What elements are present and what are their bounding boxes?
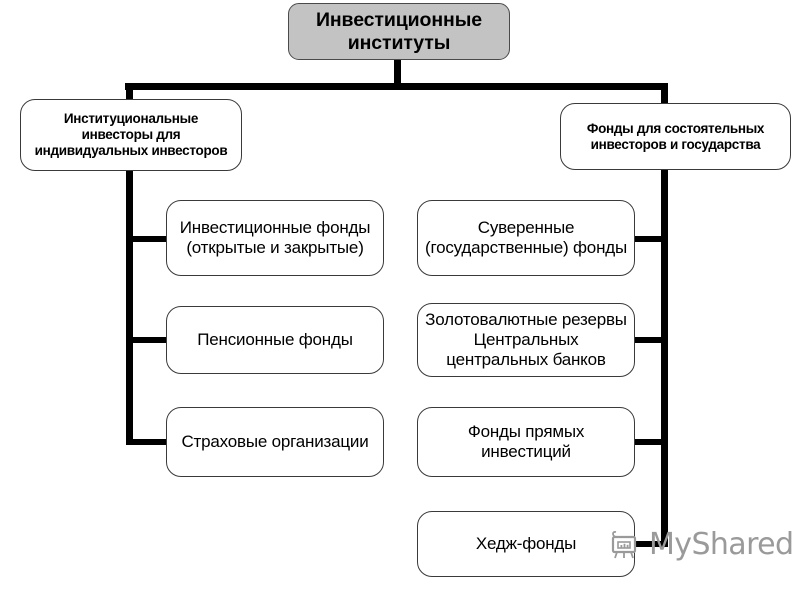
node-branch-wealthy-and-state-funds[interactable]: Фонды для состоятельных инвесторов и гос… [560, 103, 791, 170]
node-label: Институциональные инвесторы для индивиду… [34, 111, 228, 158]
node-branch-institutional-investors[interactable]: Институциональные инвесторы для индивиду… [20, 99, 242, 171]
node-label: Пенсионные фонды [197, 329, 353, 349]
node-label: Инвестиционные фонды (открытые и закрыты… [179, 217, 371, 257]
connector-left-stub-2 [126, 337, 170, 343]
node-gold-currency-reserves[interactable]: Золотовалютные резервы Центральных центр… [417, 303, 635, 377]
node-label: Инвестиционные институты [315, 8, 483, 54]
connector-left-stub-3 [126, 439, 170, 445]
connector-root-stem [394, 59, 401, 87]
connector-left-spine [126, 168, 133, 445]
node-direct-investment-funds[interactable]: Фонды прямых инвестиций [417, 407, 635, 477]
connector-right-stub-3 [630, 439, 668, 445]
node-sovereign-funds[interactable]: Суверенные (государственные) фонды [417, 200, 635, 276]
node-label: Золотовалютные резервы Центральных центр… [425, 309, 627, 370]
connector-right-stub-4 [630, 541, 668, 547]
watermark-text: MyShared [649, 527, 794, 562]
node-label: Фонды для состоятельных инвесторов и гос… [586, 120, 765, 152]
node-label: Фонды прямых инвестиций [467, 421, 585, 461]
connector-main-bar [125, 83, 668, 90]
node-insurance-organizations[interactable]: Страховые организации [166, 407, 384, 477]
connector-right-spine [661, 168, 668, 547]
connector-right-stub-1 [630, 236, 668, 242]
node-pension-funds[interactable]: Пенсионные фонды [166, 306, 384, 374]
connector-right-stub-2 [630, 337, 668, 343]
node-label: Страховые организации [181, 431, 369, 451]
node-label: Хедж-фонды [475, 533, 577, 553]
node-investment-funds[interactable]: Инвестиционные фонды (открытые и закрыты… [166, 200, 384, 276]
connector-left-stub-1 [126, 236, 170, 242]
node-hedge-funds[interactable]: Хедж-фонды [417, 511, 635, 577]
node-label: Суверенные (государственные) фонды [425, 217, 627, 257]
node-root-investment-institutions[interactable]: Инвестиционные институты [288, 3, 510, 60]
